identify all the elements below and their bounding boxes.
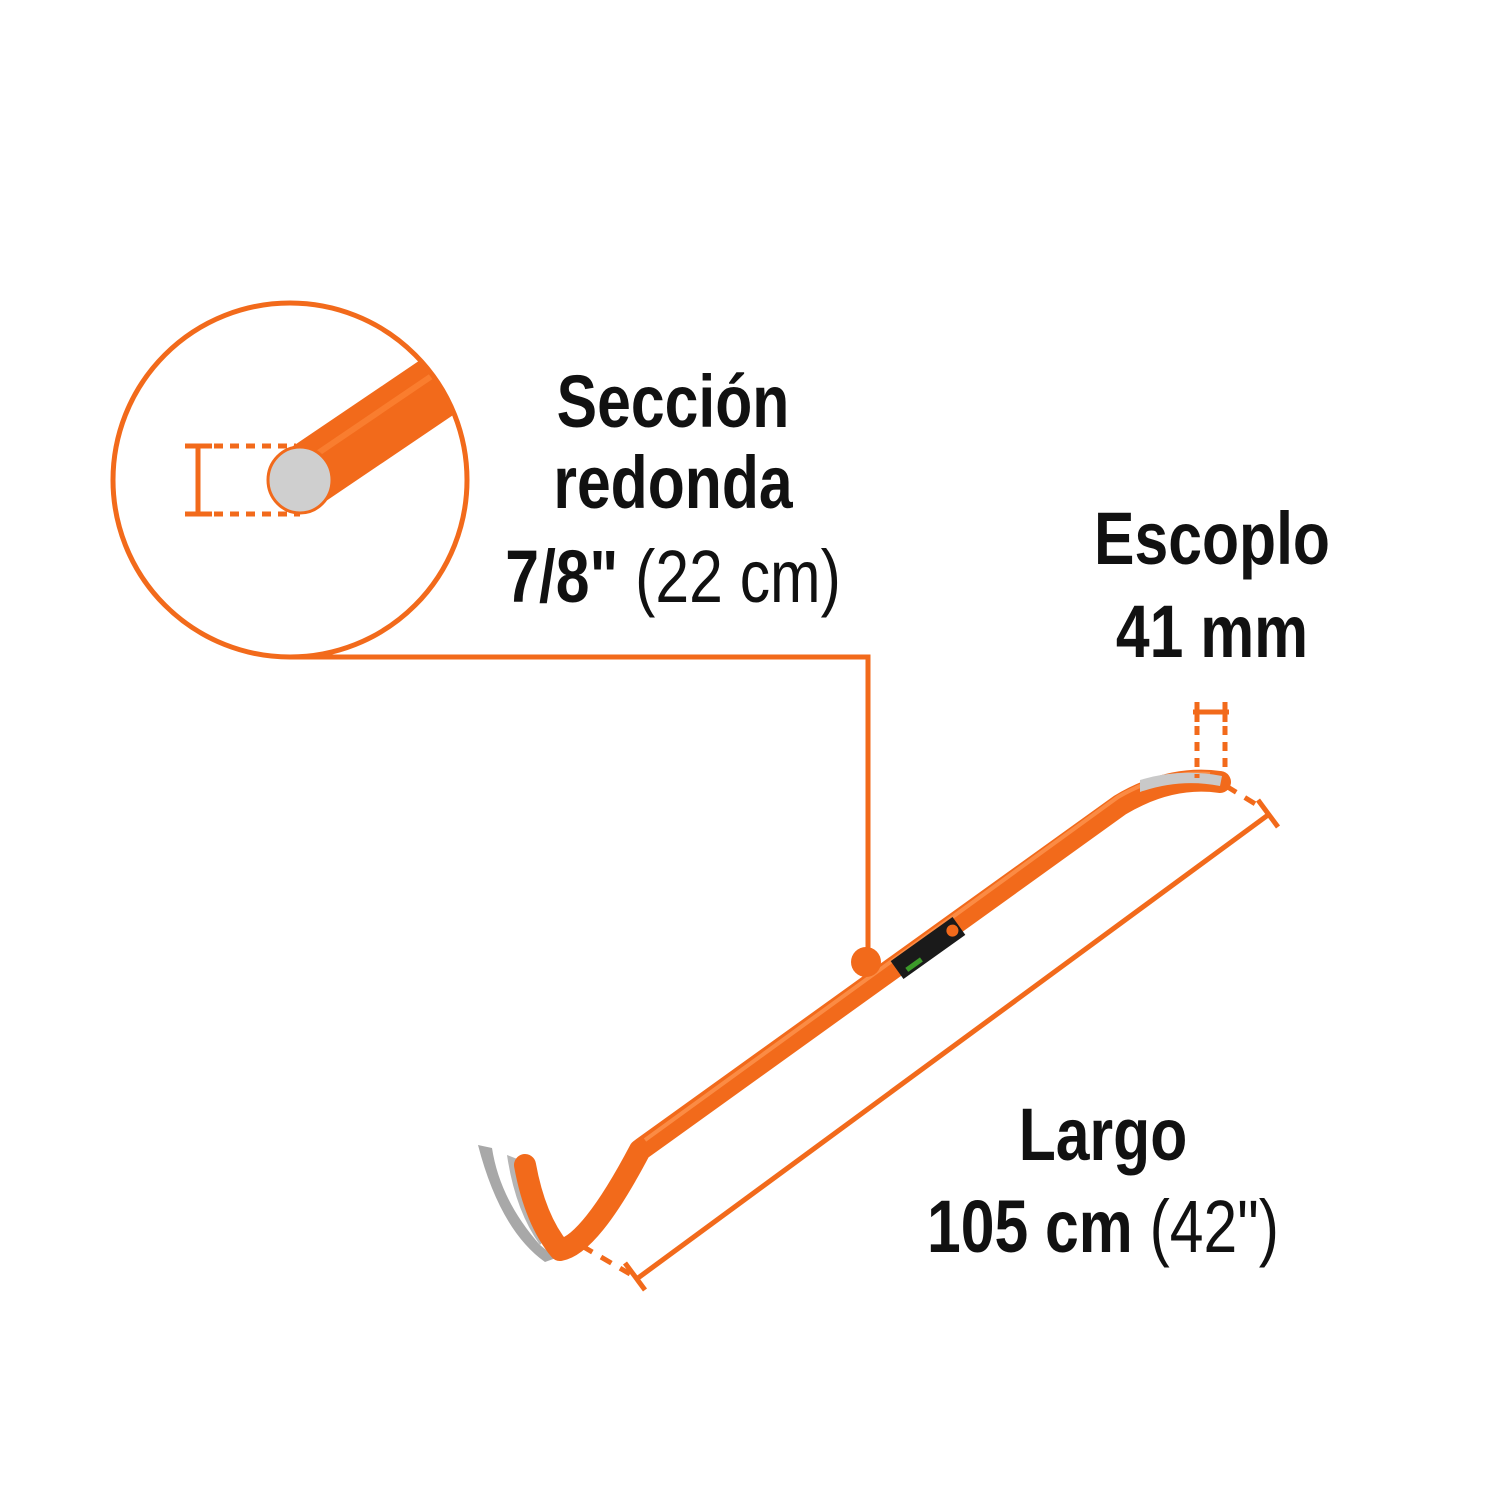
rod-end-cap: [266, 445, 334, 515]
cross-section-detail: [110, 300, 470, 660]
leader-line: [290, 654, 871, 960]
length-dimension: [580, 783, 1281, 1292]
section-size: 7/8" (22 cm): [505, 536, 841, 618]
length-value: 105 cm (42"): [927, 1186, 1279, 1268]
section-label: Sección redonda 7/8" (22 cm): [505, 361, 841, 618]
chisel-tip: [1140, 772, 1222, 792]
length-line1: Largo: [1019, 1094, 1188, 1176]
chisel-label: Escoplo 41 mm: [1094, 498, 1330, 673]
chisel-dimension: [1193, 702, 1229, 778]
crowbar: [478, 769, 1231, 1262]
product-label-sticker: [890, 916, 966, 980]
leader-dot: [851, 947, 881, 977]
chisel-line2: 41 mm: [1116, 591, 1308, 673]
chisel-line1: Escoplo: [1094, 498, 1330, 580]
section-line1: Sección: [557, 361, 790, 443]
diameter-dimension: [185, 443, 300, 517]
claw-steel: [478, 1145, 556, 1262]
section-line2: redonda: [553, 442, 794, 524]
length-label: Largo 105 cm (42"): [927, 1094, 1279, 1268]
bar-body: [514, 769, 1231, 1261]
